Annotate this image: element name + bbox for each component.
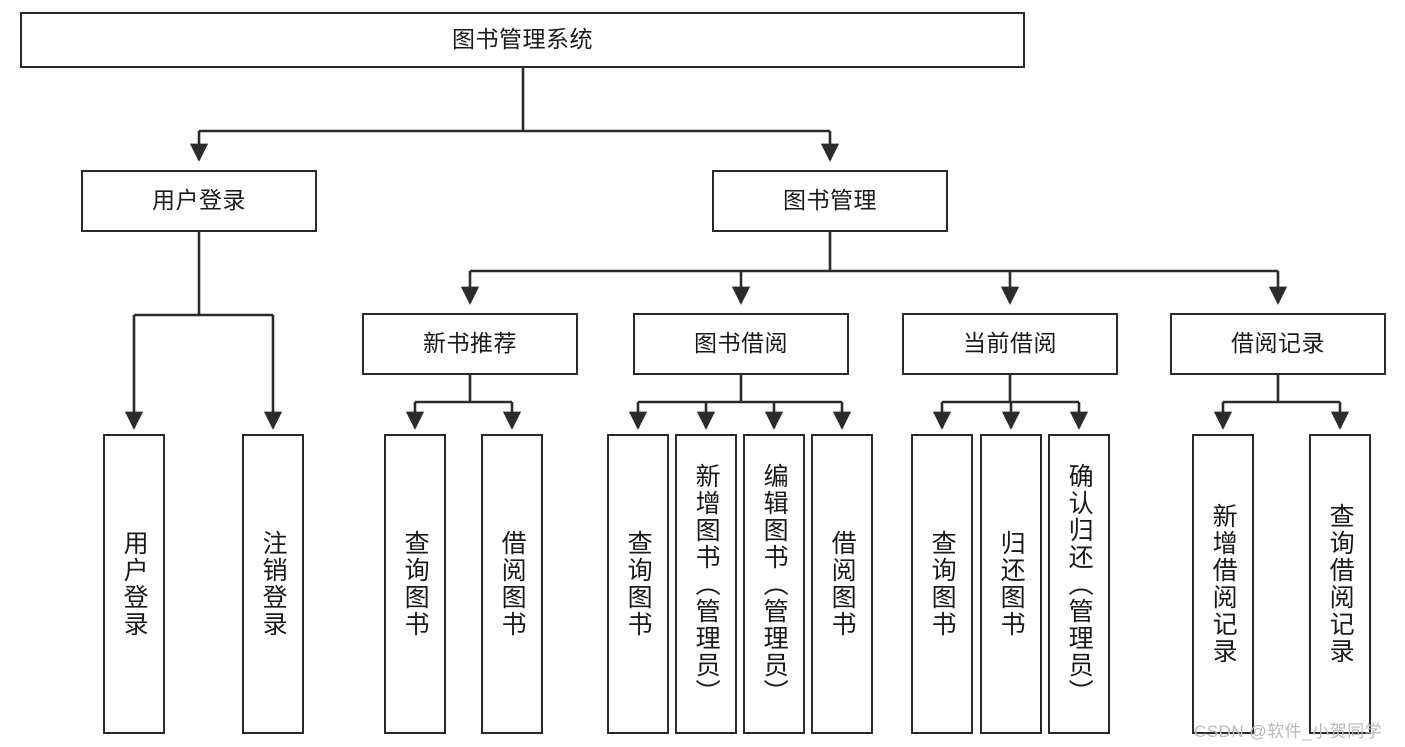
leaf-book-borrow-query[interactable]: 查询图书 bbox=[607, 434, 669, 734]
node-label: 借阅图书 bbox=[828, 530, 857, 638]
node-label: 当前借阅 bbox=[963, 330, 1057, 357]
node-label: 编辑图书（管理员） bbox=[760, 462, 789, 706]
leaf-book-borrow-edit[interactable]: 编辑图书（管理员） bbox=[743, 434, 805, 734]
leaf-borrow-record-query[interactable]: 查询借阅记录 bbox=[1309, 434, 1371, 734]
node-book-management[interactable]: 图书管理 bbox=[712, 170, 948, 232]
node-current-borrow[interactable]: 当前借阅 bbox=[902, 313, 1118, 375]
leaf-borrow-record-add[interactable]: 新增借阅记录 bbox=[1192, 434, 1254, 734]
leaf-new-book-borrow[interactable]: 借阅图书 bbox=[481, 434, 543, 734]
node-label: 借阅图书 bbox=[498, 530, 527, 638]
node-label: 借阅记录 bbox=[1231, 330, 1325, 357]
leaf-current-borrow-query[interactable]: 查询图书 bbox=[911, 434, 973, 734]
node-label: 新书推荐 bbox=[423, 330, 517, 357]
node-label: 用户登录 bbox=[152, 187, 246, 214]
node-label: 新增图书（管理员） bbox=[692, 462, 721, 706]
node-book-borrow[interactable]: 图书借阅 bbox=[633, 313, 849, 375]
node-label: 用户登录 bbox=[120, 530, 149, 638]
leaf-current-borrow-return[interactable]: 归还图书 bbox=[980, 434, 1042, 734]
leaf-user-login-logout[interactable]: 注销登录 bbox=[242, 434, 304, 734]
leaf-new-book-query[interactable]: 查询图书 bbox=[384, 434, 446, 734]
node-label: 确认归还（管理员） bbox=[1065, 462, 1094, 706]
node-label: 图书借阅 bbox=[694, 330, 788, 357]
leaf-user-login-login[interactable]: 用户登录 bbox=[103, 434, 165, 734]
node-label: 归还图书 bbox=[997, 530, 1026, 638]
node-label: 查询图书 bbox=[624, 530, 653, 638]
leaf-current-borrow-confirm-return[interactable]: 确认归还（管理员） bbox=[1048, 434, 1110, 734]
node-user-login[interactable]: 用户登录 bbox=[81, 170, 317, 232]
node-label: 图书管理系统 bbox=[452, 26, 593, 53]
leaf-book-borrow-borrow[interactable]: 借阅图书 bbox=[811, 434, 873, 734]
node-label: 注销登录 bbox=[259, 530, 288, 638]
node-label: 图书管理 bbox=[783, 187, 877, 214]
node-borrow-record[interactable]: 借阅记录 bbox=[1170, 313, 1386, 375]
node-label: 查询图书 bbox=[401, 530, 430, 638]
node-new-book-recommend[interactable]: 新书推荐 bbox=[362, 313, 578, 375]
node-label: 查询借阅记录 bbox=[1326, 503, 1355, 665]
node-label: 新增借阅记录 bbox=[1209, 503, 1238, 665]
node-label: 查询图书 bbox=[928, 530, 957, 638]
node-root-system[interactable]: 图书管理系统 bbox=[20, 12, 1025, 68]
leaf-book-borrow-add[interactable]: 新增图书（管理员） bbox=[675, 434, 737, 734]
